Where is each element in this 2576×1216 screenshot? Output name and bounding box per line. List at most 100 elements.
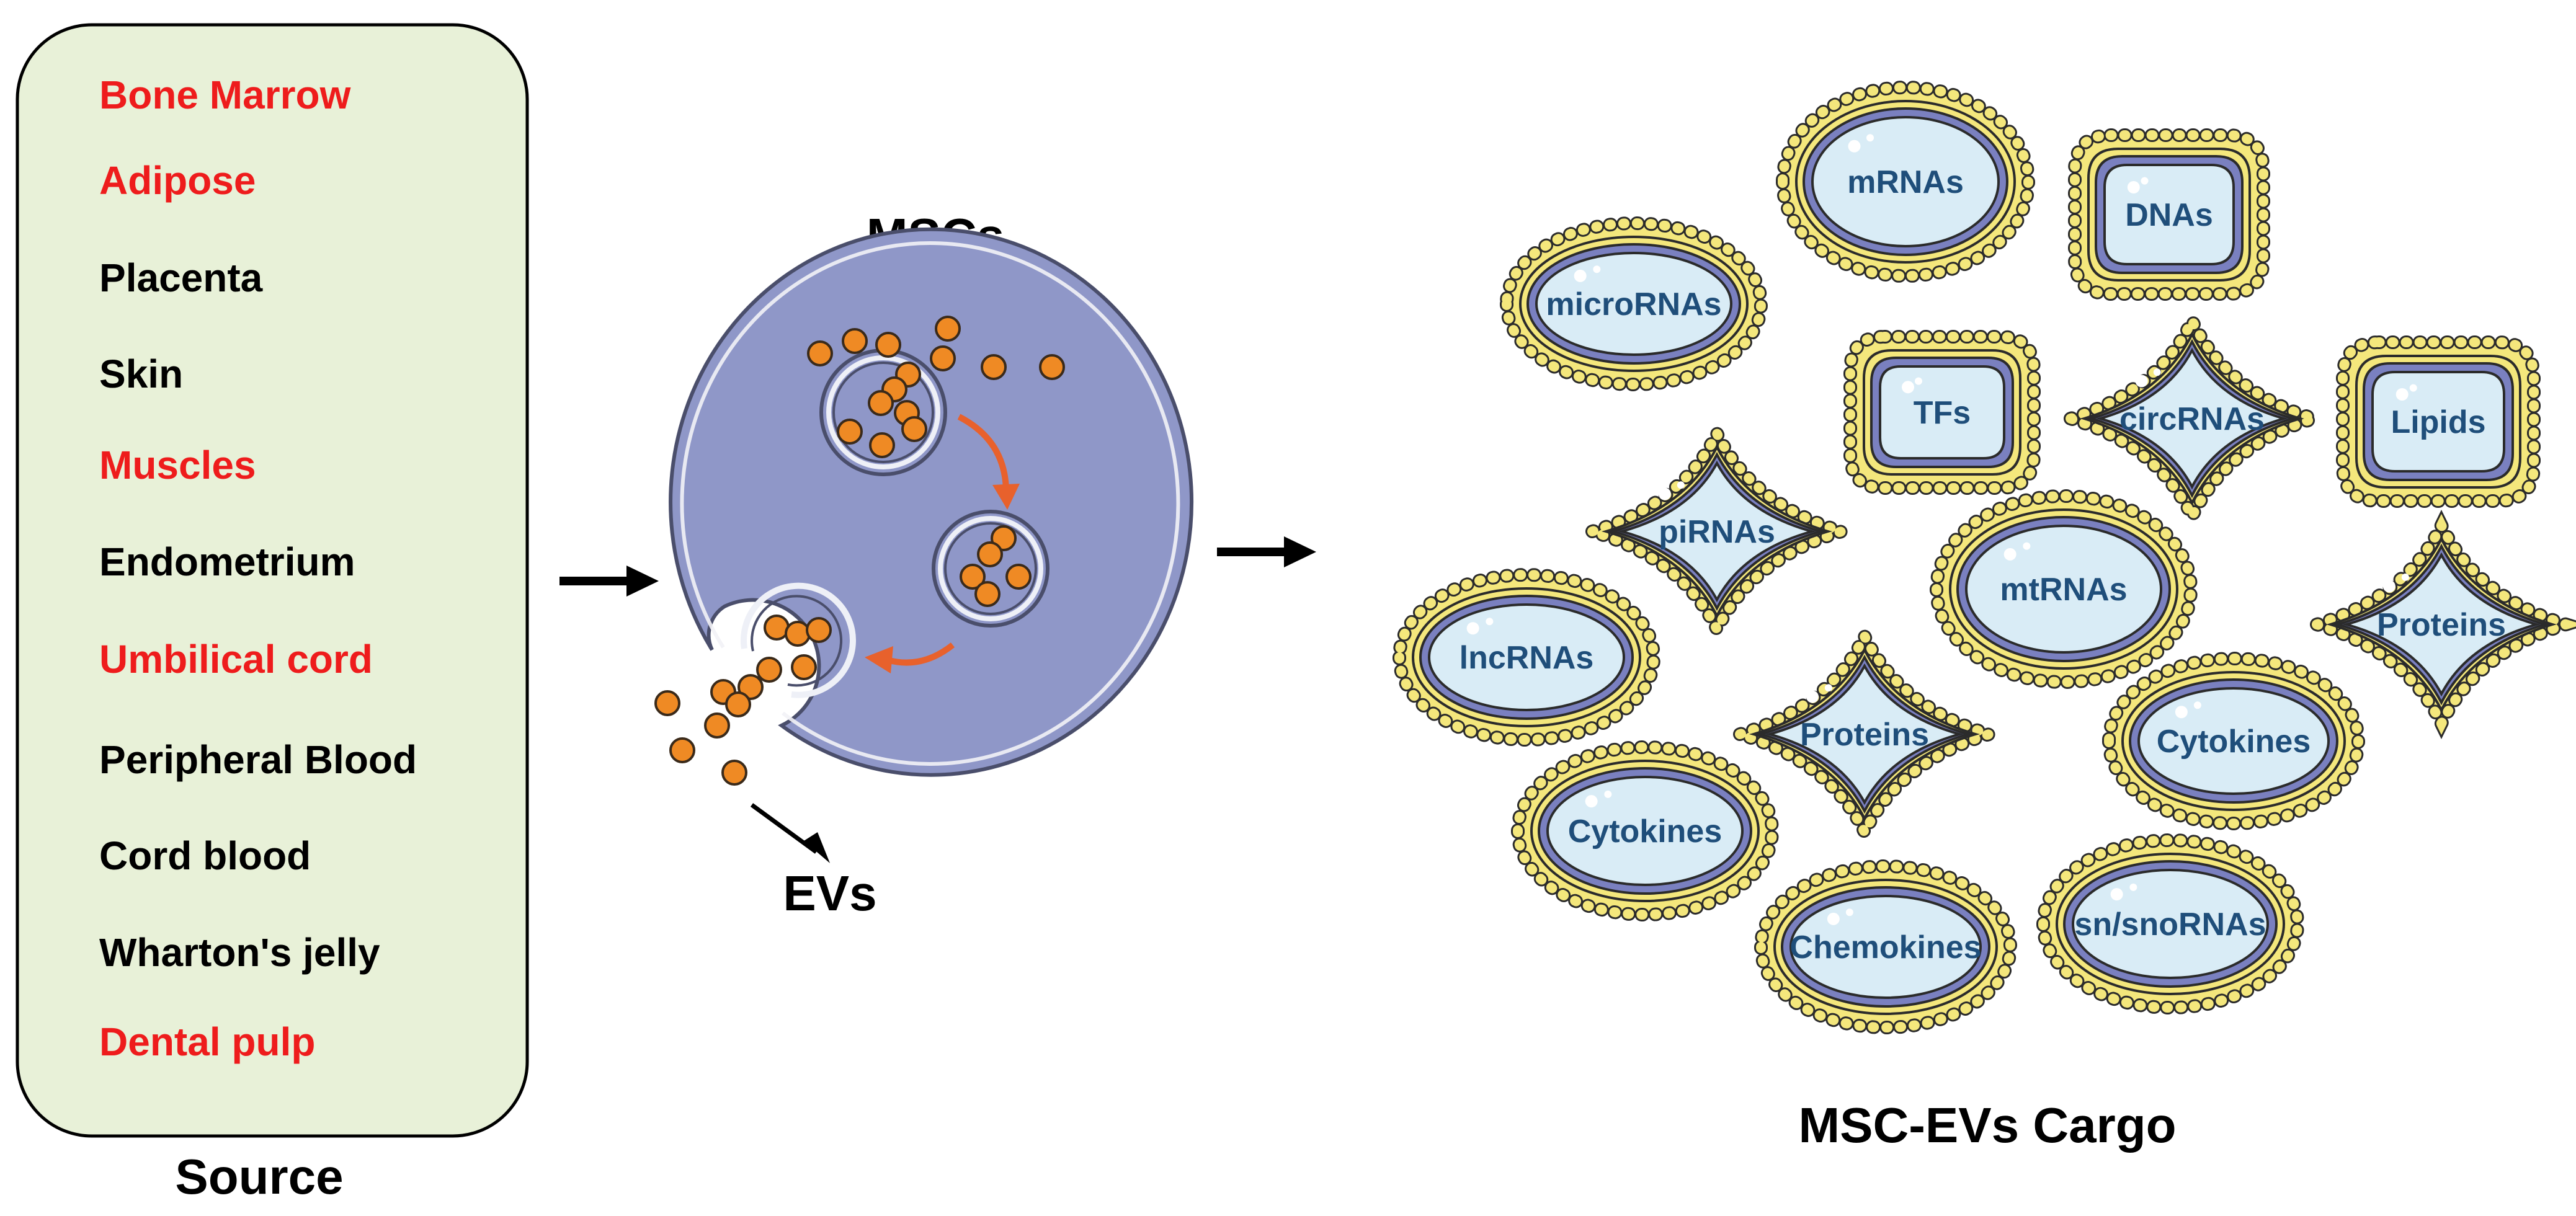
lumen-highlight — [2135, 375, 2148, 388]
arrow-cell-to-cargo — [1217, 536, 1316, 567]
cargo-vesicle: mRNAs — [1775, 81, 2036, 283]
source-item: Umbilical cord — [99, 637, 373, 681]
transport-arrow-2 — [865, 642, 955, 673]
cargo-label: lncRNAs — [1460, 640, 1594, 676]
lumen-highlight — [1593, 265, 1601, 273]
source-item: Skin — [99, 352, 183, 396]
ev-particle — [901, 416, 927, 442]
ev-particle — [738, 674, 764, 700]
source-item: Peripheral Blood — [99, 737, 417, 782]
source-item: Placenta — [99, 255, 263, 300]
ev-particle — [806, 617, 832, 643]
ev-particle — [756, 657, 782, 683]
source-item: Endometrium — [99, 539, 355, 584]
ev-particle — [785, 621, 811, 647]
lumen-highlight — [1806, 690, 1819, 703]
cargo-vesicle: Cytokines — [1510, 740, 1780, 921]
ev-particle — [791, 654, 817, 680]
membrane-beads-fill — [2070, 130, 2268, 299]
cargo-vesicle: Proteins — [1716, 621, 2013, 848]
cargo-vesicle: DNAs — [2068, 128, 2270, 301]
membrane-beads-fill — [1394, 570, 1659, 745]
membrane-beads-fill — [1723, 624, 2007, 844]
cargo-vesicle: sn/snoRNAs — [2036, 833, 2305, 1014]
fusing-vesicle — [741, 582, 856, 698]
cargo-label: Proteins — [2377, 607, 2506, 643]
cargo-label: microRNAs — [1546, 286, 1721, 322]
ev-particle — [974, 581, 1001, 607]
ev-label: EVs — [783, 866, 876, 921]
source-title: Source — [175, 1149, 343, 1204]
vesicle-lumen — [2342, 552, 2541, 697]
vesicle-lumen — [1765, 663, 1964, 805]
ev-release-arrow — [750, 803, 830, 863]
source-panel: Bone MarrowAdiposePlacentaSkinMusclesEnd… — [16, 23, 529, 1204]
ev-particle — [960, 564, 986, 590]
lumen-highlight — [1585, 795, 1598, 808]
multivesicular-body — [932, 510, 1050, 628]
ev-particles — [654, 316, 1065, 786]
lumen-highlight — [2193, 701, 2201, 709]
membrane-beads-fill — [1755, 861, 2016, 1032]
source-list: Bone MarrowAdiposePlacentaSkinMusclesEnd… — [99, 73, 417, 1064]
cell-membrane-inner — [680, 241, 1180, 766]
ev-particle — [725, 691, 751, 717]
cargo-label: Cytokines — [2157, 724, 2311, 760]
cargo-vesicle: lncRNAs — [1392, 568, 1661, 747]
membrane-beads-fill — [1845, 332, 2039, 493]
transport-arrow-1 — [957, 414, 1020, 510]
cargo-vesicle: Chemokines — [1754, 859, 2018, 1034]
lumen-highlight — [1677, 481, 1685, 489]
ev-particle — [1039, 354, 1065, 380]
cargo-label: Cytokines — [1568, 814, 1723, 850]
ev-particle — [869, 432, 895, 458]
ev-particle — [977, 541, 1003, 567]
lumen-highlight — [2129, 883, 2137, 891]
ev-particle — [868, 390, 894, 416]
membrane-beads-fill — [1501, 218, 1767, 389]
cargo-label: DNAs — [2125, 197, 2213, 233]
lumen-highlight — [1486, 618, 1494, 626]
cargo-vesicle: piRNAs — [1569, 418, 1865, 645]
cargo-label: Chemokines — [1789, 930, 1981, 965]
source-item: Dental pulp — [99, 1019, 315, 1064]
lumen-highlight — [2409, 384, 2417, 392]
membrane-beads-fill — [1931, 491, 2196, 687]
lumen-highlight — [1848, 140, 1861, 153]
lumen-highlight — [1466, 622, 1479, 635]
lumen-highlight — [1824, 684, 1832, 692]
ev-particle — [669, 737, 695, 763]
vesicle-lumen — [1617, 460, 1817, 603]
membrane-beads-fill — [2038, 835, 2303, 1013]
ev-particle — [1005, 564, 1032, 590]
source-box — [16, 23, 529, 1138]
lumen-highlight — [1658, 487, 1671, 500]
ev-particle — [654, 690, 680, 716]
source-item: Muscles — [99, 443, 256, 487]
cargo-label: sn/snoRNAs — [2074, 907, 2266, 943]
lumen-highlight — [2382, 580, 2396, 593]
cargo-label: piRNAs — [1659, 514, 1775, 550]
membrane-beads-fill — [2103, 654, 2364, 828]
lumen-highlight — [1866, 134, 1874, 142]
membrane-beads-fill — [1575, 422, 1859, 641]
lumen-highlight — [1827, 912, 1840, 925]
source-item: Wharton's jelly — [99, 930, 380, 975]
cargo-label: Proteins — [1800, 717, 1929, 753]
membrane-beads-fill — [2299, 513, 2576, 735]
cargo-vesicle: microRNAs — [1499, 216, 1768, 391]
lumen-highlight — [2141, 177, 2149, 185]
ev-particle — [721, 760, 747, 786]
cargo-label: TFs — [1914, 395, 1971, 431]
lumen-highlight — [2003, 548, 2017, 561]
ev-particle — [704, 712, 730, 739]
lumen-highlight — [1845, 908, 1853, 916]
membrane-beads-fill — [1777, 82, 2034, 281]
lumen-highlight — [2175, 706, 2188, 719]
cargo-title: MSC-EVs Cargo — [1799, 1098, 2177, 1153]
lumen-highlight — [2401, 573, 2409, 581]
cargo-vesicle: circRNAs — [2048, 304, 2337, 533]
cargo-label: mtRNAs — [2000, 572, 2127, 608]
